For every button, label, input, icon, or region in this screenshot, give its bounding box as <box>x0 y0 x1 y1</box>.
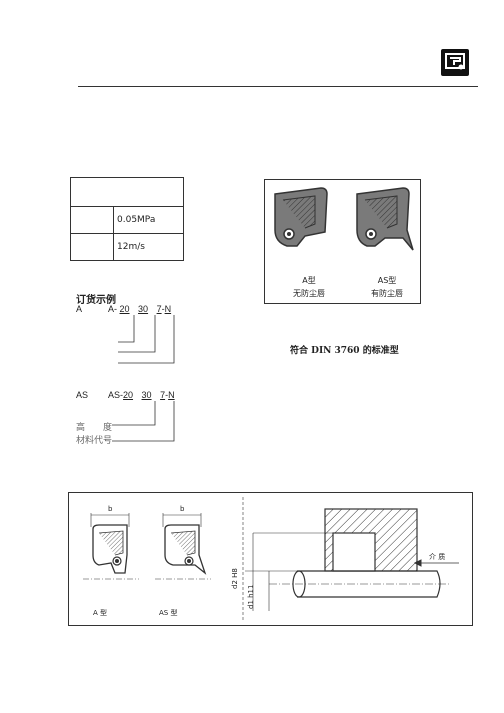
table-row <box>70 177 184 207</box>
install-seal-a-icon <box>83 513 139 580</box>
order-as-code-label: AS- <box>108 390 124 400</box>
order-as-inner-dia: 20 <box>123 390 134 400</box>
seal-profiles-drawing <box>274 187 414 251</box>
order-a-material: N <box>164 304 172 314</box>
dim-d1-label: d1 h11 <box>247 584 255 609</box>
spec-table: 0.05MPa 12m/s <box>70 177 184 261</box>
housing-section-icon <box>245 508 418 572</box>
install-seal-as-icon <box>155 513 211 580</box>
order-as-prefix: AS <box>76 390 89 400</box>
header-rule <box>78 86 478 87</box>
seal-as-label: AS型 <box>377 276 397 285</box>
seal-a-sublabel: 无防尘唇 <box>293 289 325 298</box>
order-a-code-label: A- <box>108 304 117 314</box>
table-row: 12m/s <box>70 233 184 261</box>
seal-a-label: A型 <box>302 276 316 285</box>
order-a-height: 7 <box>156 304 162 314</box>
table-cell-speed: 12m/s <box>113 233 184 261</box>
seal-a-profile-icon <box>274 187 328 247</box>
installation-drawing <box>83 497 459 621</box>
seal-as-profile-icon <box>356 187 414 251</box>
table-header-cell <box>70 177 184 207</box>
order-as-outer-dia: 30 <box>141 390 152 400</box>
din-standard-caption: 符合 DIN 3760 的标准型 <box>290 346 399 356</box>
order-as-dash: - <box>165 390 169 400</box>
order-a-leader-lines <box>118 315 175 364</box>
order-label-height: 高 度 <box>76 423 113 433</box>
shaft-icon <box>269 570 449 598</box>
install-label-as: AS 型 <box>159 609 178 617</box>
installation-figure: b b A 型 AS 型 d2 H8 d1 h11 介 质 <box>68 492 473 626</box>
seal-logo-icon <box>441 49 469 76</box>
order-as-height: 7 <box>160 390 166 400</box>
order-a-code: A- 20 30 7-N <box>108 304 171 314</box>
order-a-inner-dia: 20 <box>119 304 130 314</box>
order-a-dash: - <box>161 304 165 314</box>
order-a-outer-dia: 30 <box>138 304 149 314</box>
dim-b-as: b <box>180 505 185 513</box>
dim-b-a: b <box>108 505 113 513</box>
table-cell-label <box>70 233 114 261</box>
order-a-prefix: A <box>76 304 83 314</box>
order-as-material: N <box>168 390 175 400</box>
dim-d2-label: d2 H8 <box>231 568 239 589</box>
table-cell-label <box>70 206 114 234</box>
table-cell-pressure: 0.05MPa <box>113 206 184 234</box>
install-label-a: A 型 <box>93 609 108 617</box>
table-row: 0.05MPa <box>70 206 184 234</box>
seal-as-sublabel: 有防尘唇 <box>371 289 403 298</box>
dimension-lines <box>252 533 270 611</box>
medium-label: 介 质 <box>429 553 446 561</box>
order-label-material: 材料代号 <box>76 436 113 446</box>
order-example-title: 订货示例 <box>76 295 116 306</box>
order-as-leader-lines <box>112 401 175 442</box>
order-as-code: AS-20 30 7-N <box>108 390 175 400</box>
seal-types-figure: A型 无防尘唇 AS型 有防尘唇 <box>264 179 421 304</box>
medium-arrow-icon <box>413 559 459 567</box>
